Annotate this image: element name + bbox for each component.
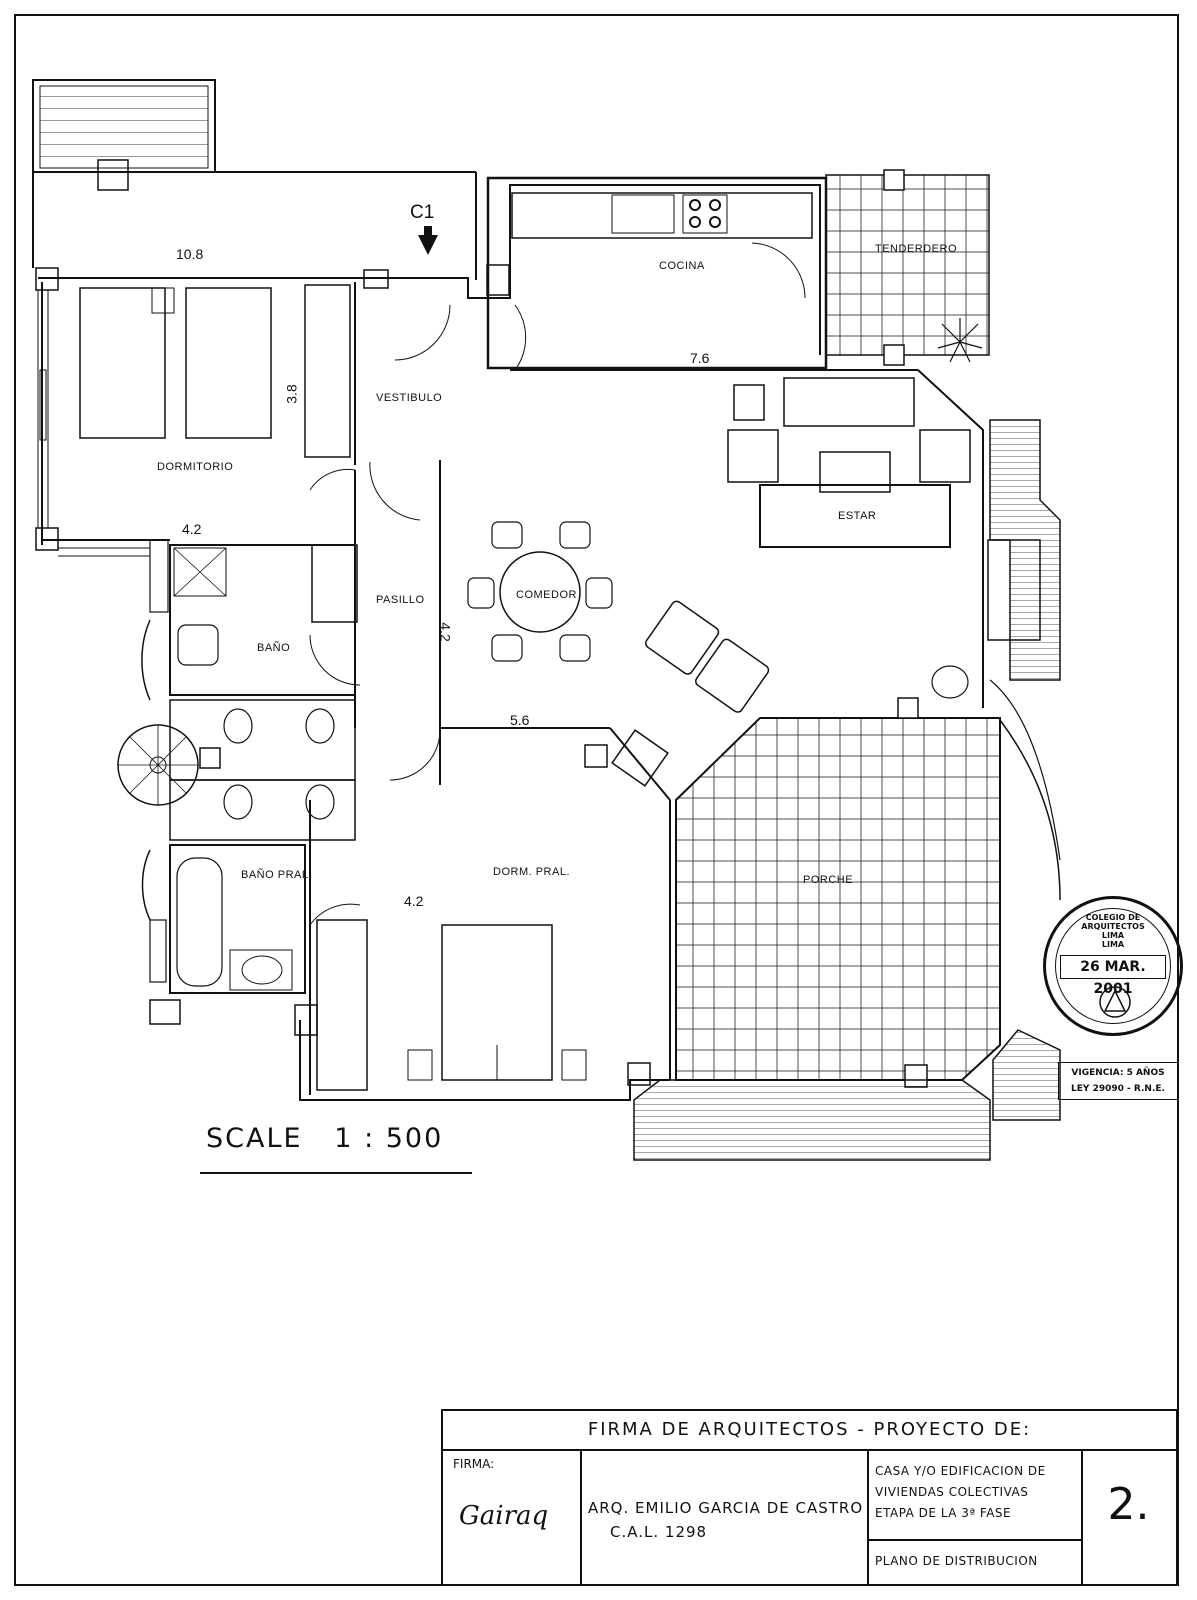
sheet-number-cell: 2.: [1081, 1449, 1176, 1584]
dimension-label: 4.2: [182, 521, 202, 537]
architects-stamp: COLEGIO DE ARQUITECTOS LIMA LIMA 26 MAR.…: [1043, 896, 1183, 1036]
entry-arrow-icon: [418, 235, 438, 255]
project-line: ETAPA DE LA 3ª FASE: [875, 1506, 1012, 1520]
entry-marker-label: C1: [410, 202, 435, 223]
scale-label: SCALE 1 : 500: [206, 1123, 444, 1154]
room-label-vestibulo: VESTIBULO: [376, 392, 443, 404]
dimension-label: 10.8: [176, 246, 204, 262]
validity-box: VIGENCIA: 5 AÑOS LEY 29090 - R.N.E.: [1058, 1062, 1178, 1100]
project-cell: CASA Y/O EDIFICACION DE VIVIENDAS COLECT…: [867, 1449, 1083, 1584]
dimension-label: 4.2: [437, 622, 454, 642]
room-label-dorm-pral: DORM. PRAL.: [493, 866, 571, 878]
project-description: CASA Y/O EDIFICACION DE VIVIENDAS COLECT…: [867, 1449, 1081, 1541]
stamp-emblem-icon: [1099, 986, 1131, 1018]
room-label-comedor: COMEDOR: [516, 589, 577, 601]
stamp-line: ARQUITECTOS: [1081, 922, 1145, 931]
stamp-line: LIMA: [1101, 940, 1125, 949]
room-label-bano-pral: BAÑO PRAL.: [241, 869, 313, 881]
project-line: VIVIENDAS COLECTIVAS: [875, 1485, 1029, 1499]
dimension-label: 7.6: [690, 350, 710, 366]
validity-text: VIGENCIA: 5 AÑOS: [1071, 1068, 1165, 1078]
scale-underline: [200, 1172, 472, 1174]
room-label-estar: ESTAR: [838, 510, 877, 522]
signature-cell: FIRMA: Gairaq: [443, 1449, 582, 1584]
plant-icon: [937, 318, 983, 363]
room-label-cocina: COCINA: [659, 260, 705, 272]
stamp-date: 26 MAR. 2001: [1060, 955, 1166, 997]
architect-name: ARQ. EMILIO GARCIA DE CASTRO: [588, 1499, 864, 1517]
dimension-label: 5.6: [510, 712, 530, 728]
sheet-number: 2.: [1107, 1479, 1150, 1530]
dimension-label: 4.2: [404, 893, 424, 909]
room-label-dormitorio: DORMITORIO: [157, 461, 234, 473]
room-label-bano: BAÑO: [257, 642, 291, 654]
dimension-label: 3.8: [283, 384, 300, 404]
architect-cell: ARQ. EMILIO GARCIA DE CASTRO C.A.L. 1298: [580, 1449, 869, 1584]
law-text: LEY 29090 - R.N.E.: [1071, 1084, 1165, 1094]
stamp-line: COLEGIO DE: [1085, 913, 1141, 922]
stamp-line: LIMA: [1101, 931, 1125, 940]
firma-label: FIRMA:: [453, 1457, 495, 1471]
title-block-header: FIRMA DE ARQUITECTOS - PROYECTO DE:: [443, 1411, 1176, 1451]
architect-license: C.A.L. 1298: [610, 1523, 708, 1541]
room-label-tenderdero: TENDERDERO: [875, 243, 958, 255]
project-line: CASA Y/O EDIFICACION DE: [875, 1464, 1046, 1478]
title-block: FIRMA DE ARQUITECTOS - PROYECTO DE: FIRM…: [441, 1409, 1178, 1586]
signature: Gairaq: [459, 1501, 549, 1531]
room-label-pasillo: PASILLO: [376, 594, 425, 606]
room-label-porche: PORCHE: [803, 874, 854, 886]
drawing-title: PLANO DE DISTRIBUCION: [875, 1554, 1038, 1568]
stair-block: [32, 79, 216, 173]
